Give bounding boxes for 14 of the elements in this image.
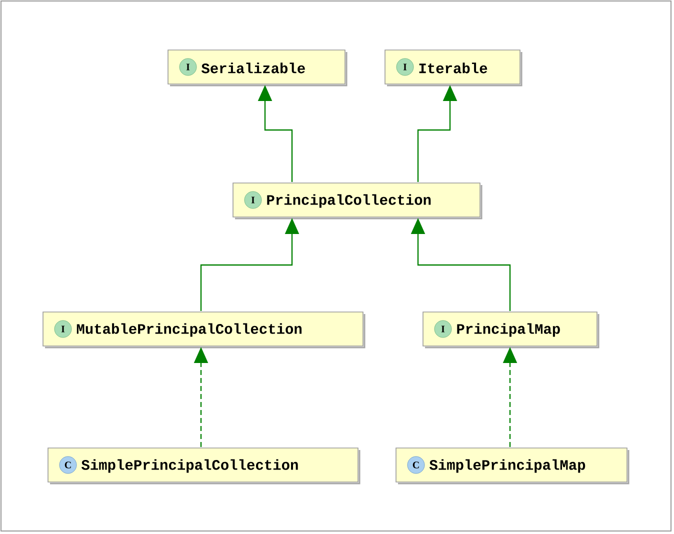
class-name: MutablePrincipalCollection (76, 323, 302, 337)
class-box (232, 182, 482, 220)
class-name: Iterable (419, 62, 488, 74)
class-box (396, 448, 630, 484)
class-name: Serializable (201, 62, 305, 74)
class-name: PrincipalMap (457, 323, 560, 337)
class-name: SimplePrincipalCollection (81, 459, 298, 473)
class-box (48, 448, 360, 484)
class-box (384, 50, 522, 86)
class-name: PrincipalCollection (267, 194, 431, 208)
class-name: SimplePrincipalMap (429, 459, 586, 473)
class-box (42, 312, 366, 348)
class-box (168, 50, 348, 86)
class-box (422, 312, 600, 348)
